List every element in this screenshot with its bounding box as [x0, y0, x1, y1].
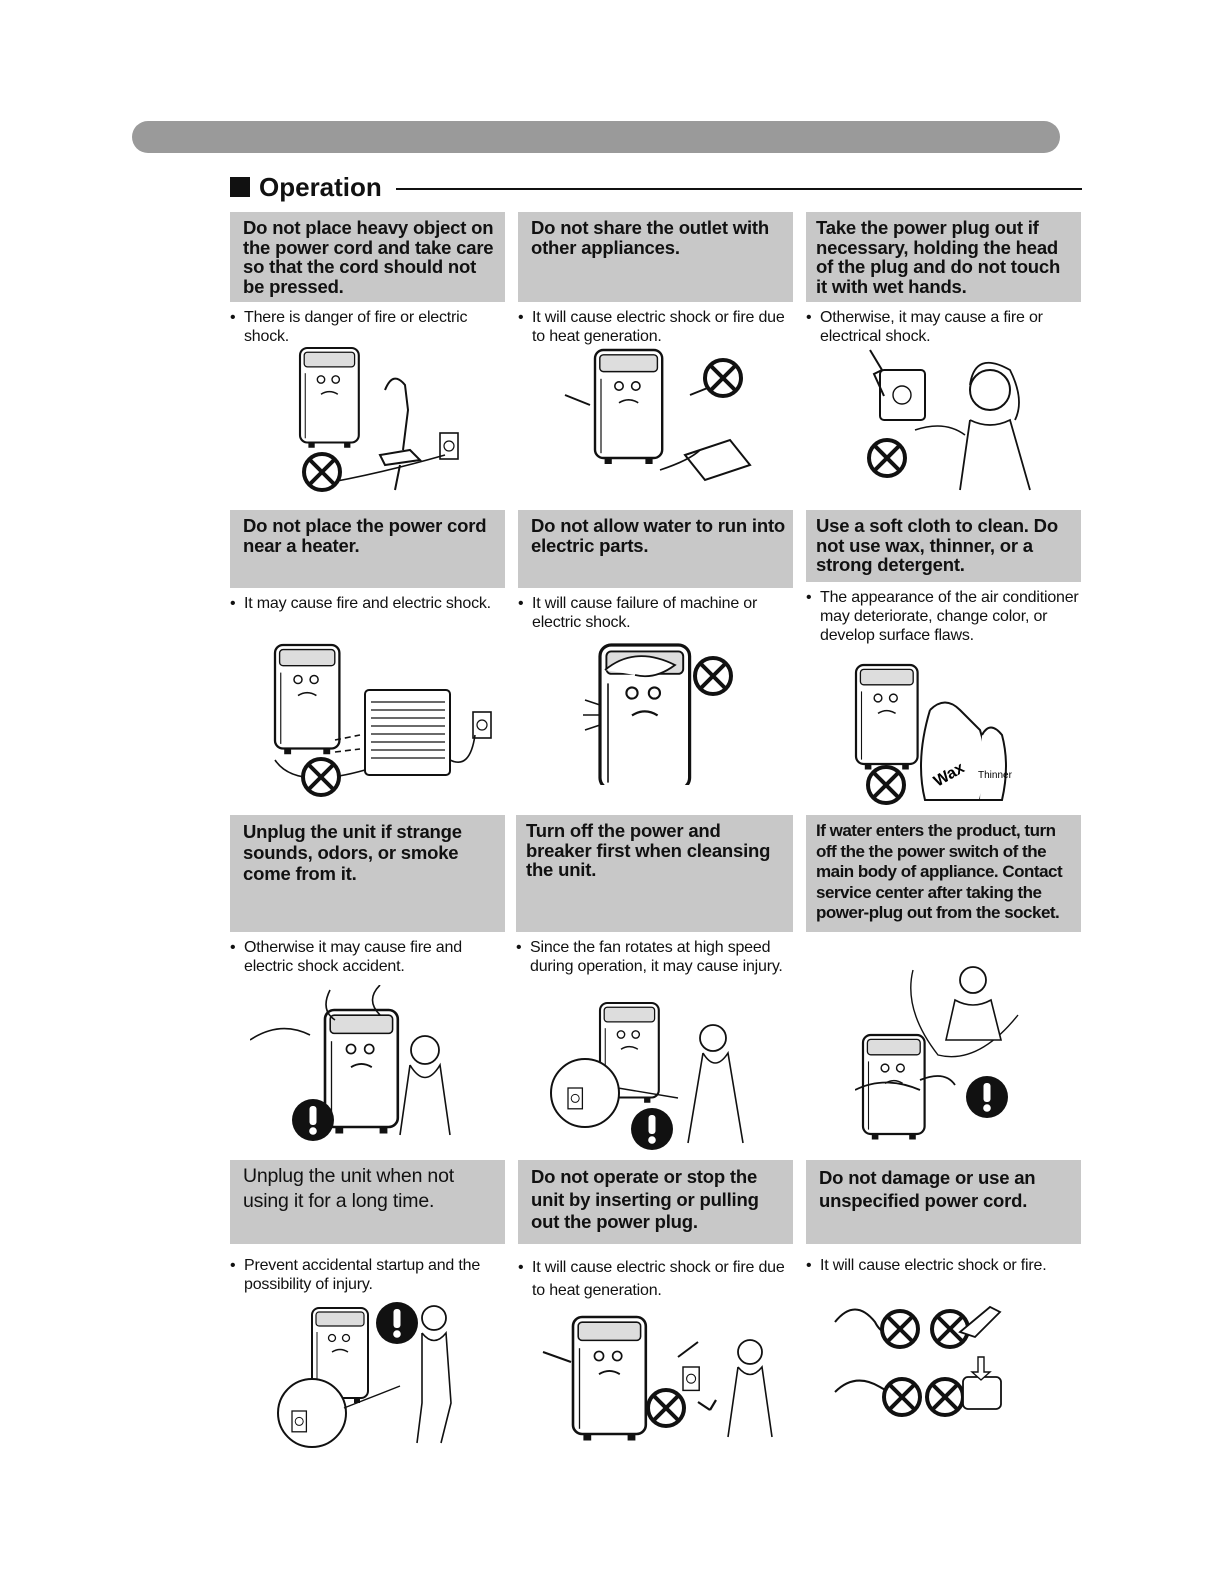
bullet: •: [806, 1257, 812, 1274]
warning-note-text: The appearance of the air conditioner ma…: [820, 589, 1079, 644]
warning-note: • It will cause failure of machine or ele…: [518, 594, 793, 632]
warning-note: • The appearance of the air conditioner m…: [806, 588, 1081, 645]
prohibition-icon: [866, 765, 906, 805]
warning-note: • Prevent accidental startup and the poss…: [230, 1256, 505, 1294]
warning-title: Do not place the power cord near a heate…: [230, 510, 505, 588]
thinner-label: Thinner: [978, 770, 1013, 781]
warning-note-text: Otherwise it may cause fire and electric…: [244, 939, 462, 975]
warning-note: • It may cause fire and electric shock.: [230, 594, 505, 613]
prohibition-icon: [301, 757, 341, 797]
illustration-long-unplug: [277, 1302, 452, 1448]
prohibition-icon: [867, 438, 907, 478]
warning-title: Take the power plug out if necessary, ho…: [806, 212, 1081, 302]
bullet: •: [516, 939, 522, 956]
bullet: •: [806, 589, 812, 606]
warning-note-text: Prevent accidental startup and the possi…: [244, 1257, 481, 1293]
warning-cell-12: Do not damage or use an unspecified powe…: [806, 1160, 1081, 1275]
illustration-wax-thinner: Wax Thinner: [854, 663, 1013, 805]
prohibition-icon: [880, 1309, 920, 1349]
section-rule: [396, 188, 1082, 190]
warning-note-text: Since the fan rotates at high speed duri…: [530, 939, 783, 975]
illustration-smoke-unit: [250, 985, 451, 1141]
illustration-water-on-unit: [583, 643, 733, 785]
prohibition-icon: [703, 358, 743, 398]
warning-note: • Otherwise it may cause fire and electri…: [230, 938, 505, 976]
bullet: •: [230, 309, 236, 326]
warning-cell-1: Do not place heavy object on the power c…: [230, 212, 505, 346]
illustration-unit-outlet: [564, 348, 752, 482]
warning-title: If water enters the product, turn off th…: [806, 815, 1081, 932]
warning-title: Do not operate or stop the unit by inser…: [518, 1160, 793, 1244]
warning-note-text: It will cause electric shock or fire due…: [532, 1259, 785, 1299]
warning-note-text: It will cause failure of machine or elec…: [532, 595, 758, 631]
warning-title: Do not allow water to run into electric …: [518, 510, 793, 588]
warning-note-text: There is danger of fire or electric shoc…: [244, 309, 468, 345]
warning-title: Do not place heavy object on the power c…: [230, 212, 505, 302]
warning-note: • Since the fan rotates at high speed dur…: [516, 938, 793, 976]
exclamation-icon: [292, 1099, 334, 1141]
warning-note: • Otherwise, it may cause a fire or elect…: [806, 308, 1081, 346]
warning-cell-7: Unplug the unit if strange sounds, odors…: [230, 815, 505, 976]
warning-cell-2: Do not share the outlet with other appli…: [518, 212, 793, 346]
bullet: •: [230, 595, 236, 612]
warning-note-text: It may cause fire and electric shock.: [244, 595, 491, 612]
prohibition-icon: [882, 1377, 922, 1417]
warning-note: • It will cause electric shock or fire du…: [518, 308, 793, 346]
bullet: •: [806, 309, 812, 326]
illustration-fan-injury: [550, 1001, 744, 1150]
prohibition-icon: [302, 452, 342, 492]
warning-note-text: It will cause electric shock or fire.: [820, 1257, 1047, 1274]
warning-note-text: Otherwise, it may cause a fire or electr…: [820, 309, 1043, 345]
exclamation-icon: [631, 1108, 673, 1150]
warning-cell-6: Use a soft cloth to clean. Do not use wa…: [806, 510, 1081, 645]
header-bar: [132, 121, 1060, 153]
warning-title: Do not damage or use an unspecified powe…: [806, 1160, 1081, 1244]
black-square-icon: [230, 177, 250, 197]
warning-cell-9: If water enters the product, turn off th…: [806, 815, 1081, 932]
section-header: Operation: [230, 170, 1082, 204]
illustration-unit-chair: [298, 346, 459, 492]
warning-cell-11: Do not operate or stop the unit by inser…: [518, 1160, 793, 1302]
illustration-damaged-cord: [834, 1305, 1002, 1417]
warning-title: Unplug the unit if strange sounds, odors…: [230, 815, 505, 932]
prohibition-icon: [925, 1377, 965, 1417]
illustration-pull-plug: [542, 1315, 773, 1442]
section-title: Operation: [259, 172, 382, 202]
bullet: •: [230, 939, 236, 956]
exclamation-icon: [966, 1076, 1008, 1118]
warning-title: Turn off the power and breaker first whe…: [516, 815, 793, 932]
warning-cell-3: Take the power plug out if necessary, ho…: [806, 212, 1081, 346]
warning-cell-4: Do not place the power cord near a heate…: [230, 510, 505, 613]
warning-cell-8: Turn off the power and breaker first whe…: [516, 815, 793, 976]
warning-cell-5: Do not allow water to run into electric …: [518, 510, 793, 632]
warning-note: • It will cause electric shock or fire du…: [518, 1256, 793, 1302]
illustration-call-service: [855, 966, 1019, 1140]
bullet: •: [518, 1259, 524, 1276]
warning-note: • There is danger of fire or electric sho…: [230, 308, 505, 346]
warning-title: Do not share the outlet with other appli…: [518, 212, 793, 302]
warning-note-text: It will cause electric shock or fire due…: [532, 309, 785, 345]
bullet: •: [518, 595, 524, 612]
warning-cell-10: Unplug the unit when not using it for a …: [230, 1160, 505, 1294]
prohibition-icon: [646, 1388, 686, 1428]
exclamation-icon: [376, 1302, 418, 1344]
warning-title: Use a soft cloth to clean. Do not use wa…: [806, 510, 1081, 582]
illustration-wet-hands-plug: [867, 349, 1031, 491]
bullet: •: [518, 309, 524, 326]
warning-note: • It will cause electric shock or fire.: [806, 1256, 1081, 1275]
illustration-cord-heater: [273, 643, 492, 797]
bullet: •: [230, 1257, 236, 1274]
prohibition-icon: [693, 656, 733, 696]
warning-title: Unplug the unit when not using it for a …: [230, 1160, 505, 1244]
